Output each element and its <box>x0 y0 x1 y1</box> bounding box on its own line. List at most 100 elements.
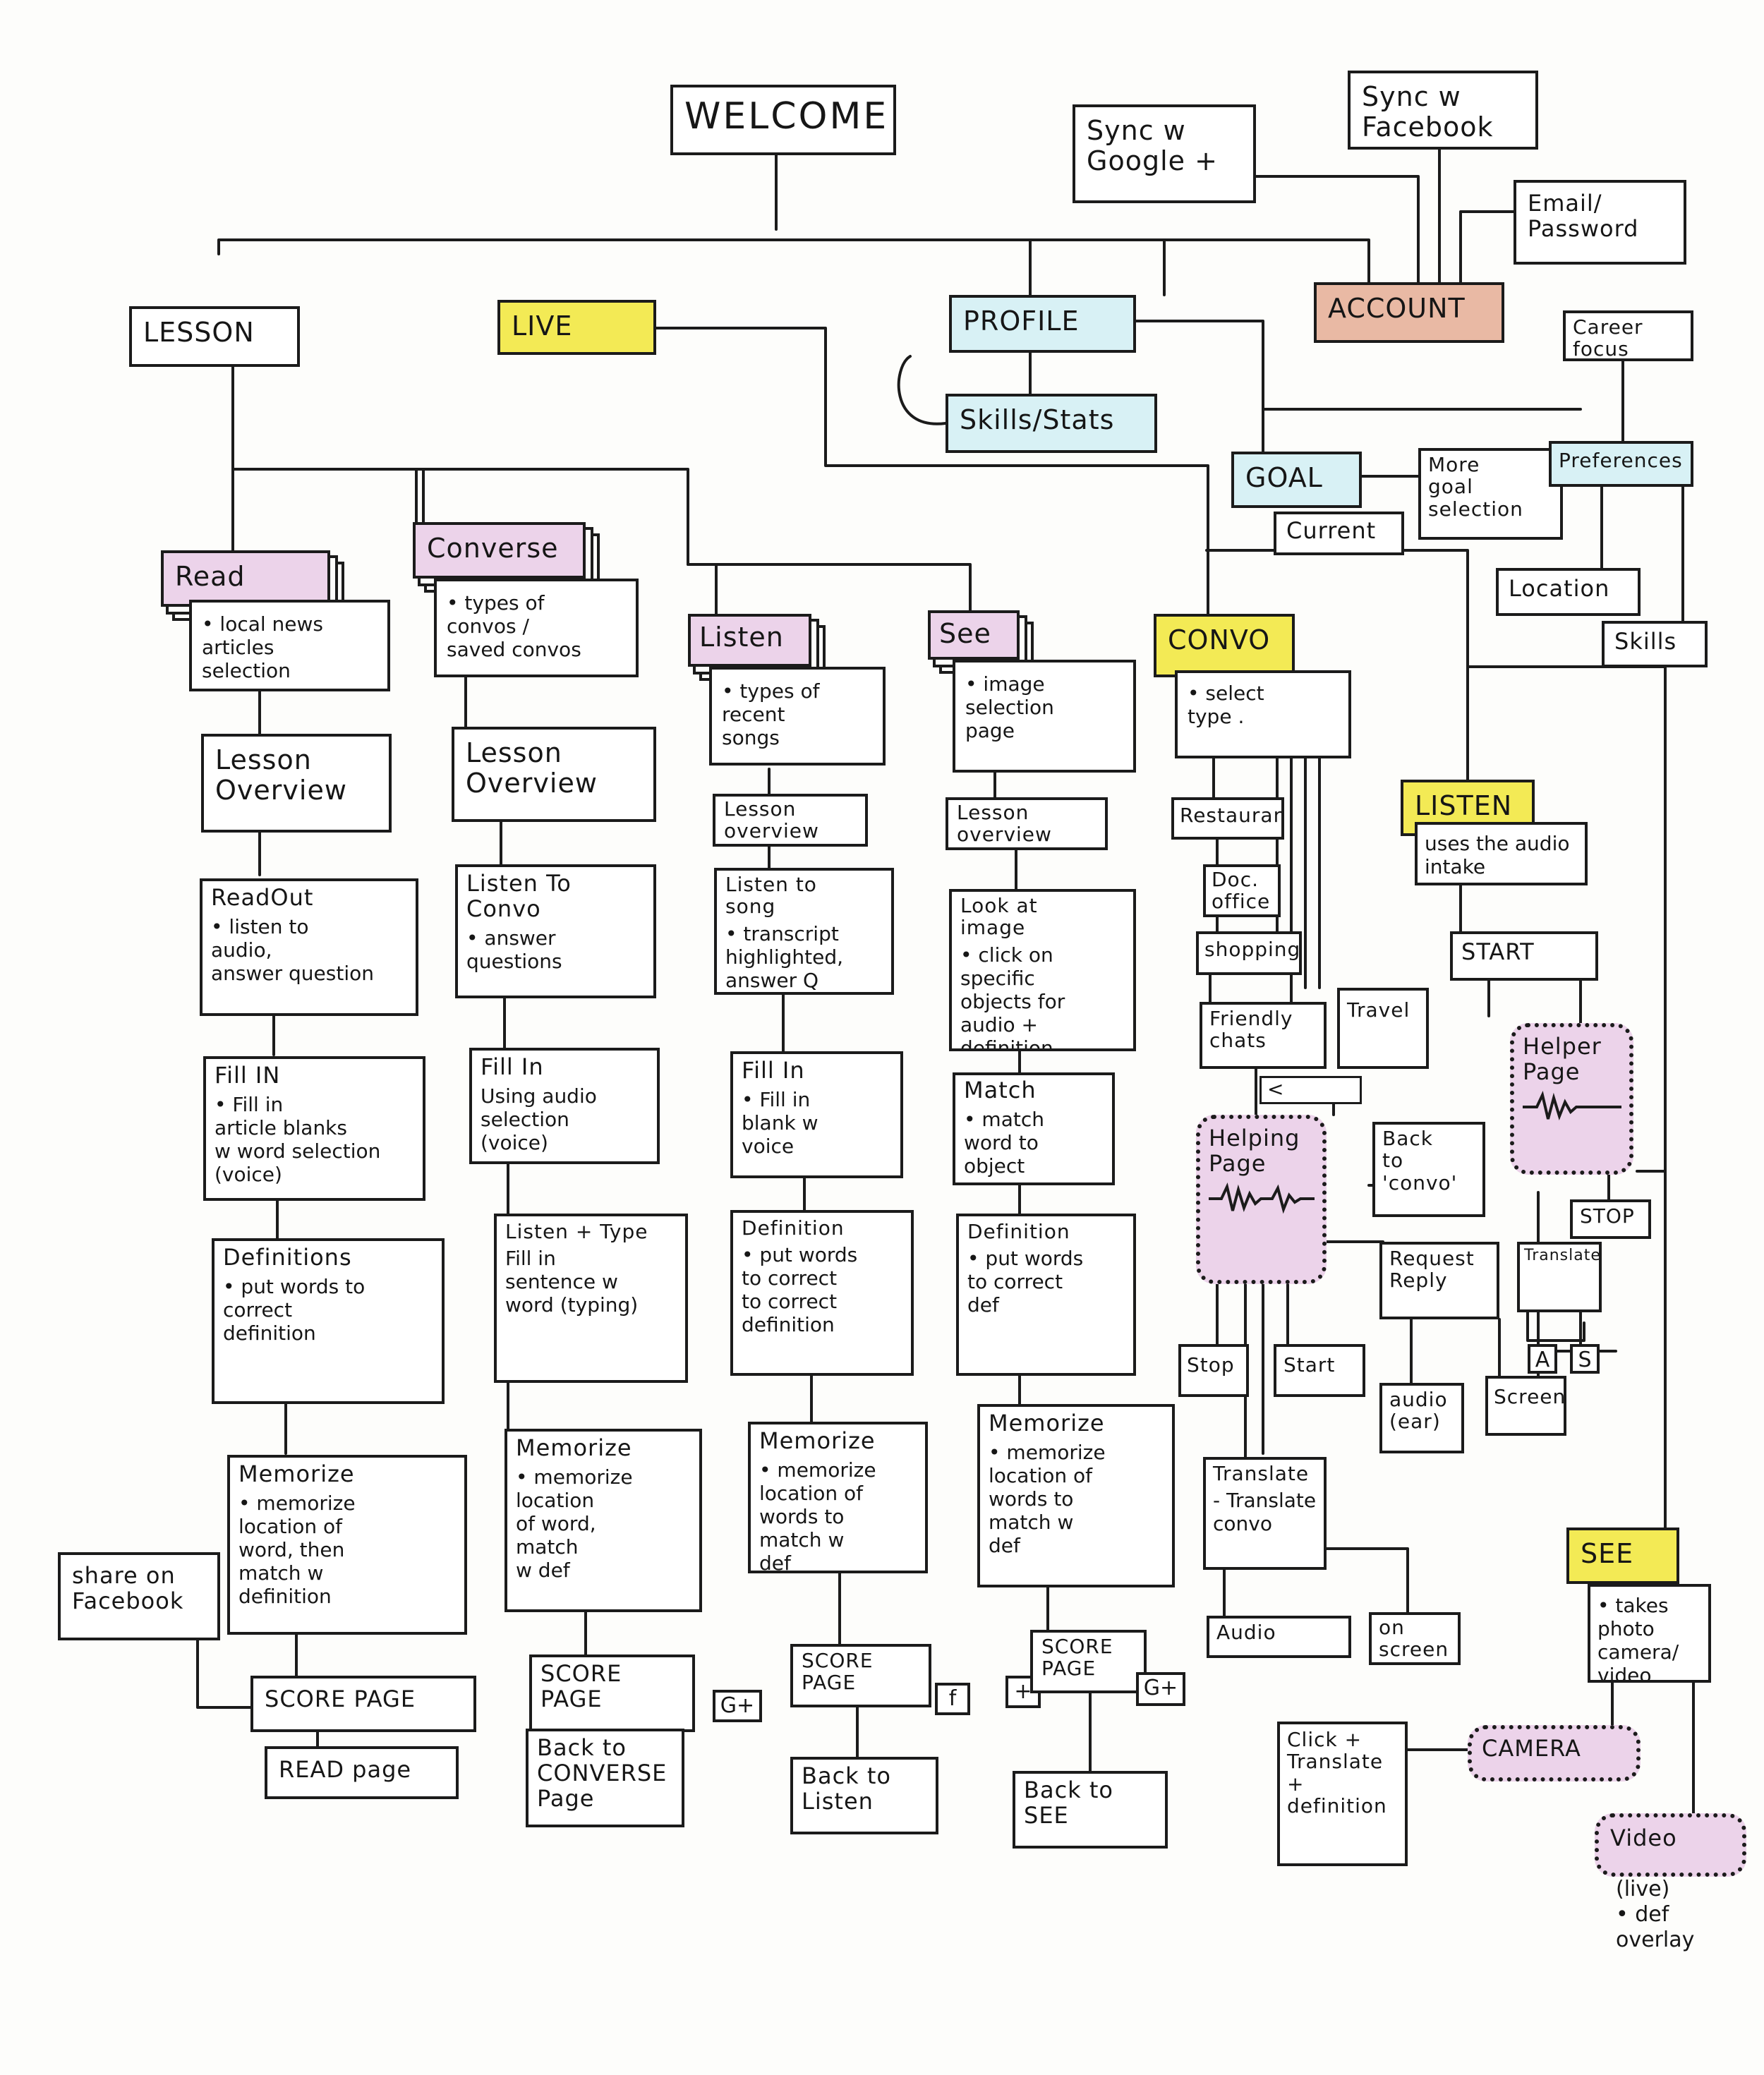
translate-audio-node[interactable]: Audio <box>1207 1616 1351 1658</box>
camera-node[interactable]: CAMERA <box>1468 1725 1641 1781</box>
google-plus-share-button[interactable]: G+ <box>713 1690 762 1722</box>
listen-back-node[interactable]: Back to Listen <box>790 1757 938 1834</box>
helper-page-node[interactable]: Helper Page <box>1510 1023 1633 1175</box>
read-back-node[interactable]: READ page <box>265 1746 459 1799</box>
see-overview-node[interactable]: Lesson overview <box>946 797 1108 850</box>
read-node[interactable]: Read <box>161 550 330 607</box>
converse-fillin-node[interactable]: Fill In Using audio selection (voice) <box>469 1048 660 1164</box>
skills-node[interactable]: Skills <box>1602 621 1708 667</box>
see-lesson-desc: • image selection page <box>965 672 1054 743</box>
share-facebook-node[interactable]: share on Facebook <box>58 1552 220 1640</box>
converse-memorize-node[interactable]: Memorize • memorize location of word, ma… <box>505 1429 702 1612</box>
converse-listen-node[interactable]: Listen To Convo • answer questions <box>455 864 656 998</box>
read-fillin-node[interactable]: Fill IN • Fill in article blanks w word … <box>203 1056 425 1201</box>
converse-score-node[interactable]: SCORE PAGE <box>529 1654 695 1732</box>
converse-type-node[interactable]: Listen + Type Fill in sentence w word (t… <box>494 1214 688 1383</box>
converse-desc: • types of convos / saved convos <box>447 591 581 662</box>
restaurant-node[interactable]: Restaurant <box>1171 797 1284 840</box>
read-memorize-desc: • memorize location of word, then match … <box>238 1491 356 1608</box>
translate-convo-node[interactable]: Translate - Translate convo <box>1203 1457 1327 1570</box>
listen-score-node[interactable]: SCORE PAGE <box>790 1644 931 1707</box>
facebook-share-button[interactable]: f <box>935 1683 970 1715</box>
converse-fillin-title: Fill In <box>481 1053 544 1080</box>
see-look-node[interactable]: Look at image • click on specific object… <box>949 889 1136 1051</box>
screen-s-button[interactable]: S <box>1570 1344 1600 1374</box>
friendly-chats-node[interactable]: Friendly chats <box>1200 1002 1327 1069</box>
read-definitions-desc: • put words to correct definition <box>223 1274 366 1345</box>
lesson-page[interactable]: LESSON <box>129 306 300 367</box>
google-plus-share-button-2[interactable]: G+ <box>1136 1672 1185 1706</box>
live-page[interactable]: LIVE <box>497 300 656 355</box>
listen-overview-node[interactable]: Lesson overview <box>713 794 868 847</box>
see-score-node[interactable]: SCORE PAGE <box>1030 1630 1147 1693</box>
helping-page-node[interactable]: Helping Page <box>1196 1115 1327 1284</box>
email-password-node[interactable]: Email/ Password <box>1514 180 1686 265</box>
listen-memorize-node[interactable]: Memorize • memorize location of words to… <box>748 1422 928 1573</box>
audio-wave-icon-2 <box>1523 1090 1621 1120</box>
see-definition-node[interactable]: Definition • put words to correct def <box>956 1214 1136 1376</box>
skills-stats-node[interactable]: Skills/Stats <box>946 394 1157 453</box>
converse-back-node[interactable]: Back to CONVERSE Page <box>526 1729 684 1827</box>
click-translate-node[interactable]: Click + Translate + definition <box>1277 1722 1408 1866</box>
see-live-node[interactable]: SEE <box>1566 1527 1679 1584</box>
read-readout-node[interactable]: ReadOut • listen to audio, answer questi… <box>200 878 418 1016</box>
audio-a-button[interactable]: A <box>1528 1344 1557 1374</box>
read-score-node[interactable]: SCORE PAGE <box>250 1676 476 1732</box>
skills-label: Skills <box>1614 628 1677 655</box>
listen-live-start-node[interactable]: START <box>1450 931 1598 981</box>
see-back-node[interactable]: Back to SEE <box>1013 1771 1168 1849</box>
converse-node[interactable]: Converse <box>413 522 586 579</box>
listen-definition-desc: • put words to correct to correct defini… <box>742 1243 858 1337</box>
see-memorize-node[interactable]: Memorize • memorize location of words to… <box>977 1404 1175 1587</box>
read-definitions-node[interactable]: Definitions • put words to correct defin… <box>212 1238 445 1404</box>
video-node[interactable]: Video <box>1595 1813 1746 1877</box>
convo-start-button-node[interactable]: Start <box>1274 1344 1365 1397</box>
shopping-node[interactable]: shopping <box>1196 931 1302 975</box>
listen-song-desc: • transcript highlighted, answer Q <box>725 921 844 992</box>
converse-overview-node[interactable]: Lesson Overview <box>452 727 656 822</box>
listen-song-title: Listen to song <box>725 873 817 919</box>
preferences-label: Preferences <box>1559 449 1683 472</box>
account-label: ACCOUNT <box>1328 293 1466 324</box>
convo-start-node[interactable]: < START <box>1259 1076 1362 1104</box>
profile-page[interactable]: PROFILE <box>949 295 1136 353</box>
listen-fillin-node[interactable]: Fill In • Fill in blank w voice <box>730 1051 903 1178</box>
listen-live-translate-node[interactable]: Translate <box>1517 1242 1602 1312</box>
back-to-convo-node[interactable]: Back to 'convo' <box>1372 1122 1485 1217</box>
convo-screen-node[interactable]: Screen <box>1485 1376 1566 1436</box>
request-reply-node[interactable]: Request Reply <box>1379 1242 1499 1319</box>
travel-node[interactable]: Travel <box>1337 988 1429 1069</box>
convo-node[interactable]: CONVO <box>1154 614 1295 677</box>
read-fillin-title: Fill IN <box>215 1062 281 1089</box>
lesson-label: LESSON <box>143 317 255 348</box>
preferences-node[interactable]: Preferences <box>1549 441 1693 487</box>
listen-lesson-node[interactable]: Listen <box>688 614 811 667</box>
see-match-node[interactable]: Match • match word to object <box>953 1072 1115 1185</box>
convo-stop-node[interactable]: Stop <box>1178 1344 1249 1397</box>
see-memorize-title: Memorize <box>989 1410 1105 1436</box>
location-node[interactable]: Location <box>1496 568 1641 616</box>
read-overview-node[interactable]: Lesson Overview <box>201 734 392 833</box>
read-score-label: SCORE PAGE <box>265 1686 416 1712</box>
plus-share-button[interactable]: + <box>1005 1676 1041 1708</box>
listen-live-stop-node[interactable]: STOP <box>1570 1199 1651 1239</box>
account-page[interactable]: ACCOUNT <box>1314 282 1504 343</box>
career-focus-node[interactable]: Career focus <box>1563 310 1693 361</box>
current-goal-node[interactable]: Current <box>1274 512 1404 555</box>
converse-type-title: Listen + Type <box>505 1220 648 1243</box>
goal-node[interactable]: GOAL <box>1231 452 1362 508</box>
see-lesson-node[interactable]: See <box>928 610 1020 660</box>
see-live-desc: • takes photo camera/ video <box>1597 1594 1679 1683</box>
welcome-page[interactable]: WELCOME <box>670 85 896 155</box>
read-memorize-node[interactable]: Memorize • memorize location of word, th… <box>227 1455 467 1635</box>
see-match-desc: • match word to object <box>964 1107 1044 1178</box>
listen-song-node[interactable]: Listen to song • transcript highlighted,… <box>714 868 894 995</box>
listen-definition-node[interactable]: Definition • put words to correct to cor… <box>730 1210 914 1376</box>
translate-on-screen-node[interactable]: on screen <box>1369 1612 1461 1665</box>
listen-live-title: LISTEN <box>1415 790 1513 821</box>
audio-ear-node[interactable]: audio (ear) <box>1379 1383 1464 1453</box>
more-goal-node[interactable]: More goal selection <box>1418 448 1563 540</box>
doc-office-node[interactable]: Doc. office <box>1203 864 1281 917</box>
sync-google-node[interactable]: Sync w Google + <box>1073 104 1256 203</box>
sync-facebook-node[interactable]: Sync w Facebook <box>1348 71 1538 150</box>
